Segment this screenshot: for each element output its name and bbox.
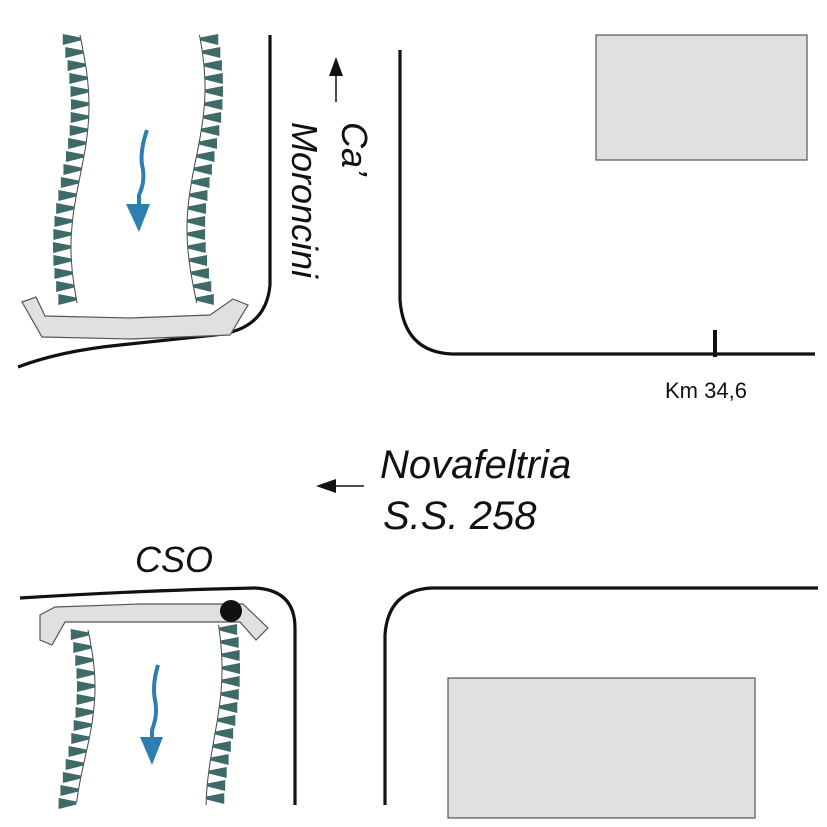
road-edge-bottom-left [19, 586, 297, 805]
bank-bottom-left [58, 629, 96, 809]
bank-bottom-right [205, 624, 240, 806]
road-edges [17, 35, 818, 805]
bank-top-right [186, 34, 223, 305]
road-edge-top-left [17, 35, 272, 369]
road-label-ss258: S.S. 258 [383, 494, 537, 538]
cso-label: CSO [135, 539, 213, 580]
road-edge-bottom-right [383, 586, 818, 805]
street-label-moroncini: Moroncini [284, 122, 325, 279]
flow-arrow-bottom [140, 664, 163, 765]
flow-arrow-top [126, 129, 150, 232]
building-top-right [595, 34, 808, 161]
arrow-west [316, 479, 364, 493]
bridge-bottom [39, 603, 269, 646]
bridge-top [21, 296, 249, 340]
km-marker-label: Km 34,6 [665, 378, 747, 403]
building-bottom-right [447, 677, 756, 819]
bank-top-left [53, 34, 90, 305]
cso-outfall-dot [220, 600, 242, 622]
road-label-novafeltria: Novafeltria [380, 443, 571, 487]
road-edge-top-right [398, 50, 815, 356]
arrow-north [329, 57, 343, 102]
street-label-ca: Ca’ [334, 122, 375, 177]
